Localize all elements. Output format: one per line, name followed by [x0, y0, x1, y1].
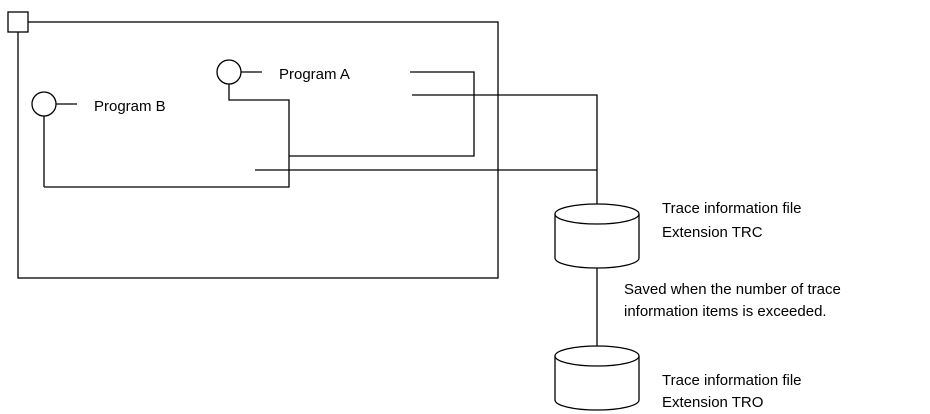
program-a-interface-icon	[216, 59, 242, 85]
save-condition-note-line2: information items is exceeded.	[624, 303, 827, 320]
process-boundary-box	[17, 21, 499, 279]
tro-file-cylinder-icon	[554, 345, 640, 411]
trc-file-label-line1: Trace information file	[662, 200, 802, 217]
program-a-output-bracket	[289, 71, 475, 157]
save-condition-note-line1: Saved when the number of trace	[624, 281, 841, 298]
trc-file-label-line2: Extension TRC	[662, 224, 763, 241]
tro-file-label-line2: Extension TRO	[662, 394, 763, 411]
program-b-label: Program B	[94, 98, 166, 115]
program-a-connector	[44, 84, 290, 188]
process-corner-marker	[7, 11, 29, 33]
trc-file-cylinder-icon	[554, 203, 640, 269]
program-a-trace-line	[412, 94, 598, 204]
tro-file-label-line1: Trace information file	[662, 372, 802, 389]
program-b-interface-icon	[31, 91, 57, 117]
program-a-label: Program A	[279, 66, 350, 83]
